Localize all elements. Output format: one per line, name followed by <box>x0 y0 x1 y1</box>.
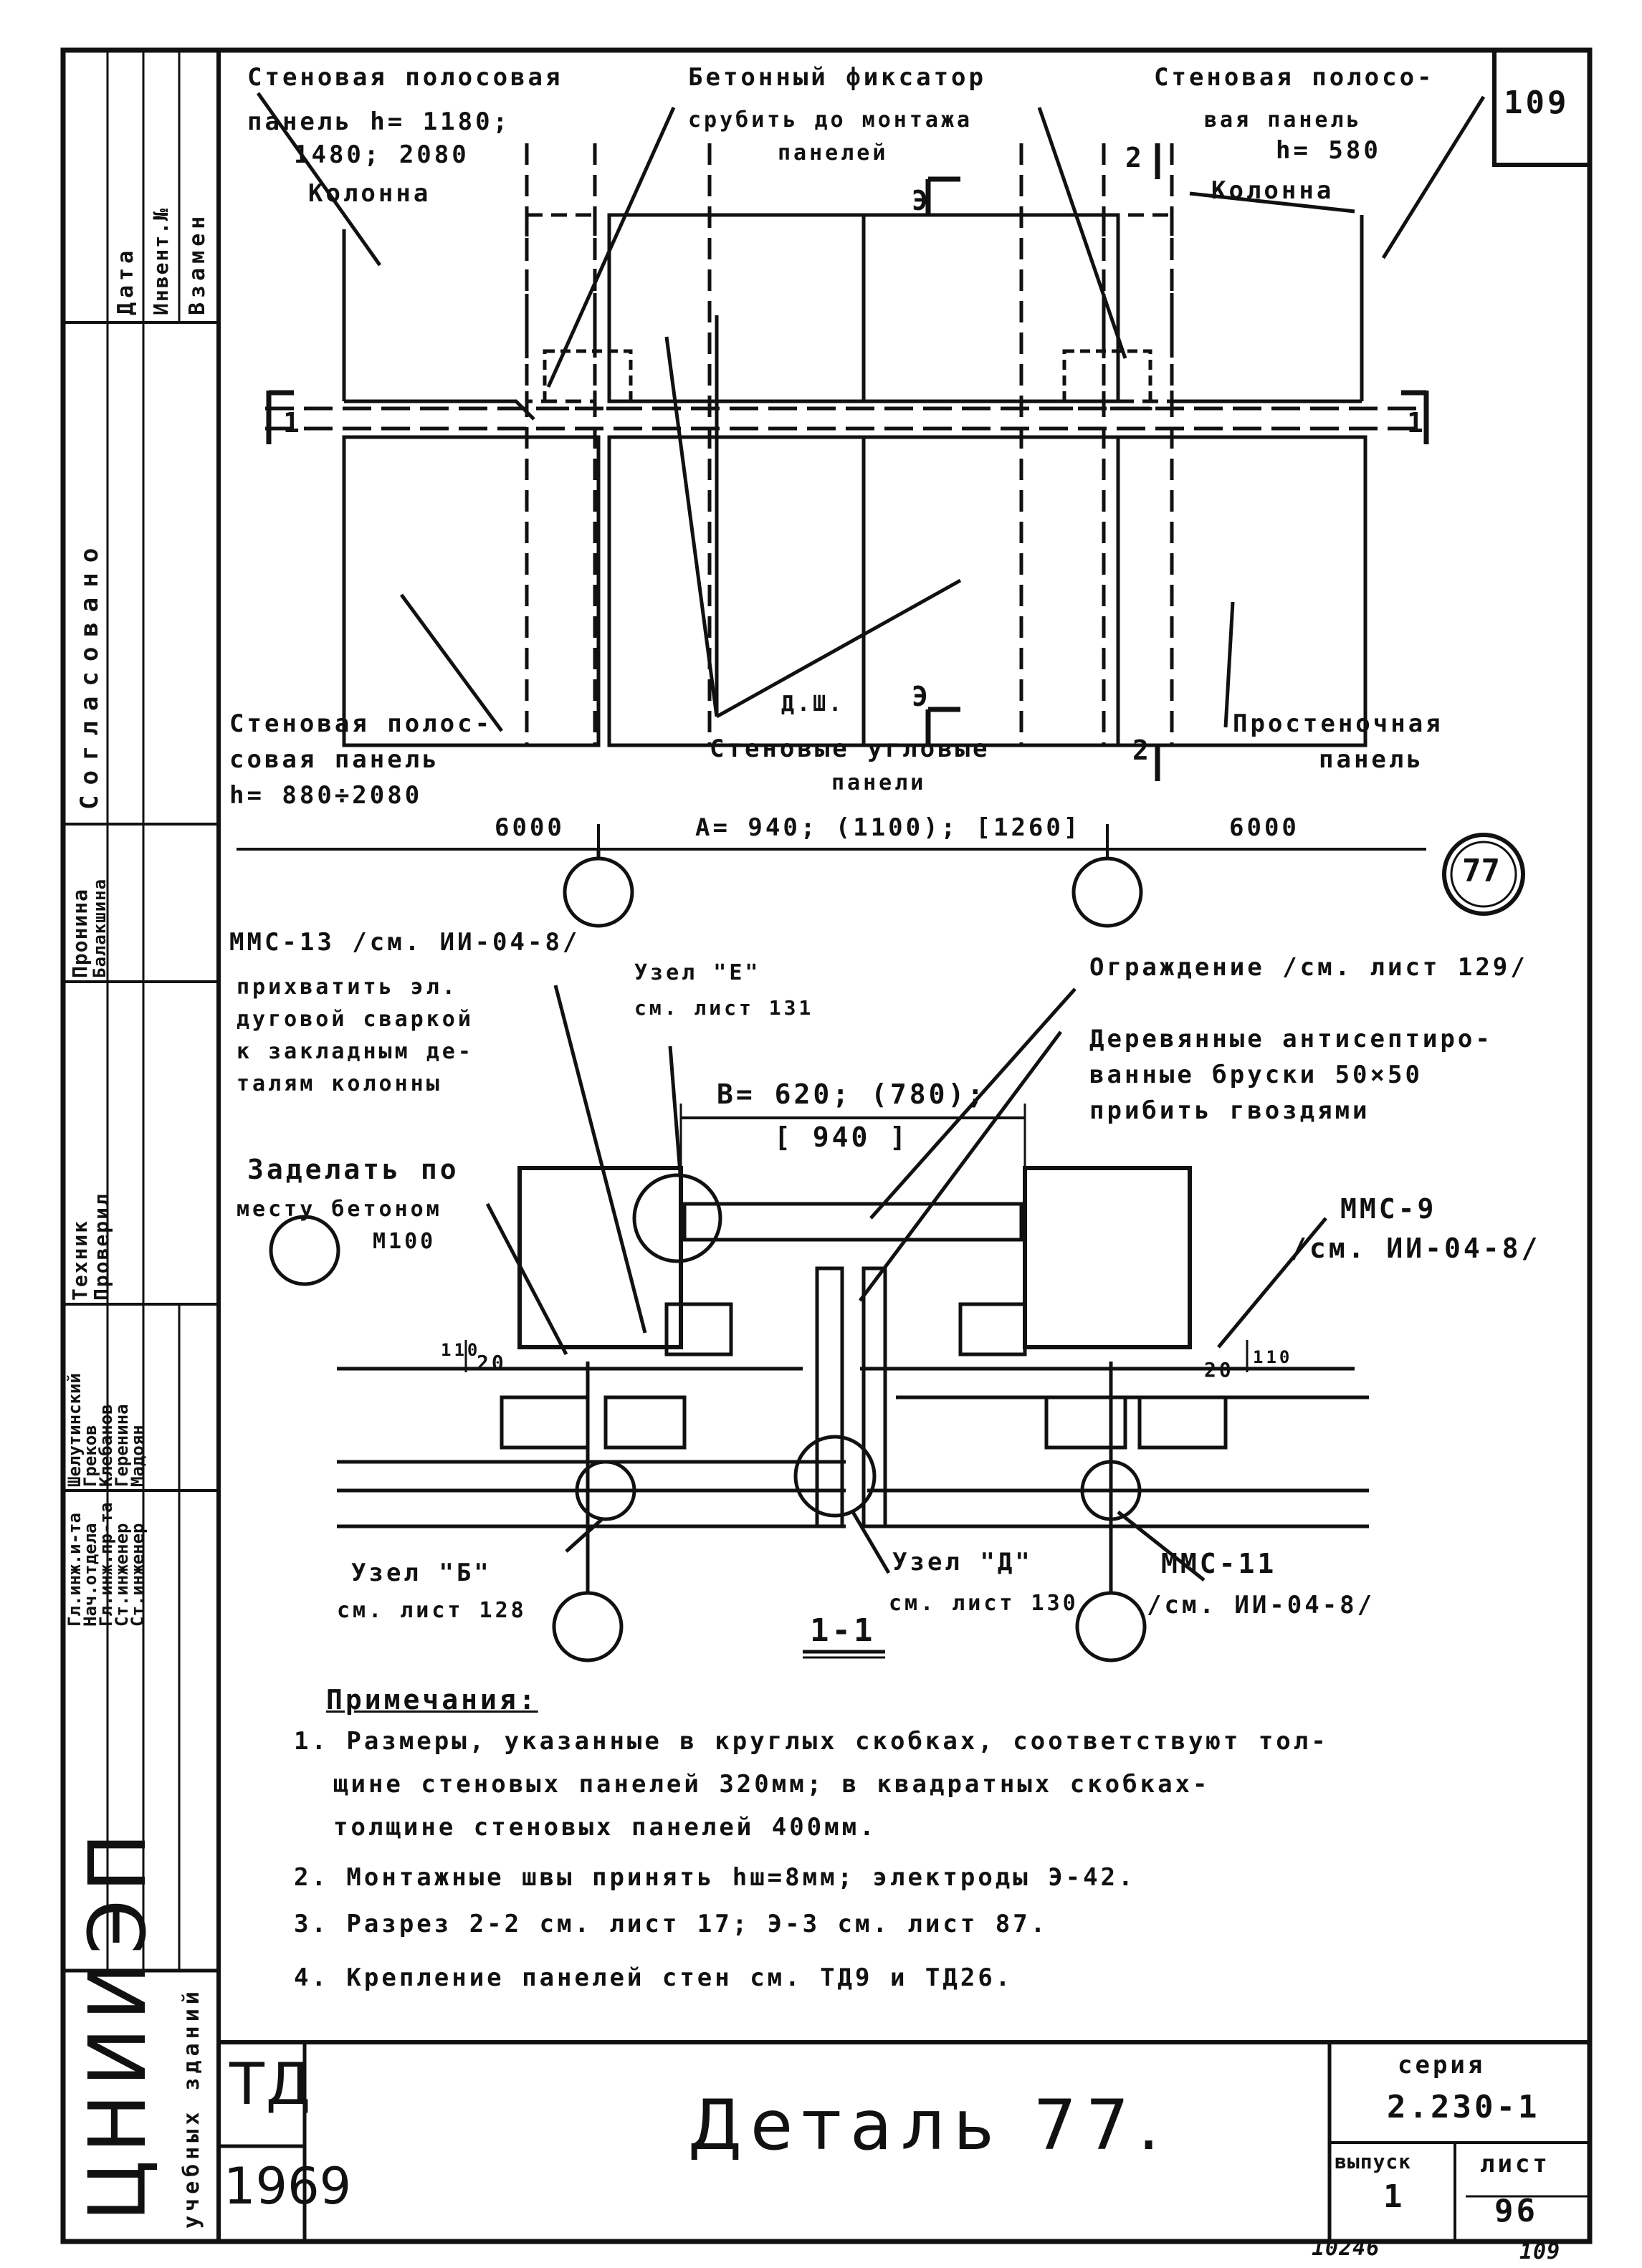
wood-bars-l1: Деревянные антисептиро- <box>1089 1025 1493 1053</box>
dim-110-left: 110 <box>441 1340 481 1360</box>
fixator-label-l3: панелей <box>778 140 889 166</box>
dim-right: 6000 <box>1229 813 1299 842</box>
wall-panel-right-l1: Стеновая полосо- <box>1154 63 1435 92</box>
fill-concrete-l1: Заделать по <box>247 1154 459 1185</box>
wall-panel-bottom-l1: Стеновая полос- <box>229 709 493 738</box>
series-label: серия <box>1398 2051 1486 2080</box>
series-value: 2.230-1 <box>1387 2089 1540 2125</box>
stamp-role-5: Ст.инженер <box>128 1523 148 1627</box>
stamp-proveril: Проверил <box>90 1192 113 1301</box>
note-line-3: толщине стеновых панелей 400мм. <box>333 1813 877 1842</box>
note-line-2: щине стеновых панелей 320мм; в квадратны… <box>333 1770 1211 1799</box>
node-e-l1: Узел "Е" <box>634 960 761 985</box>
sheet-value: 96 <box>1494 2193 1538 2229</box>
wall-panel-right-l3: h= 580 <box>1276 136 1381 165</box>
stamp-technik: Техник <box>68 1219 92 1301</box>
stamp-vzamen: Взамен <box>185 211 210 315</box>
weld-note-l3: к закладным де- <box>237 1039 474 1064</box>
sheet-title: Деталь 77. <box>688 2085 1168 2166</box>
mms9-l2: /см. ИИ-04-8/ <box>1290 1233 1541 1264</box>
fill-concrete-l2: месту бетоном <box>237 1197 442 1222</box>
footer-num-right: 109 <box>1519 2239 1561 2264</box>
section-label: 1-1 <box>810 1612 876 1649</box>
mms9-l1: ММС-9 <box>1340 1193 1437 1225</box>
weld-note-l1: прихватить эл. <box>237 975 458 1000</box>
issue-label: выпуск <box>1335 2150 1412 2173</box>
wood-bars-l2: ванные бруски 50×50 <box>1089 1061 1423 1089</box>
wood-bars-l3: прибить гвоздями <box>1089 1096 1370 1125</box>
dim-mid: A= 940; (1100); [1260] <box>695 813 1082 842</box>
org-sub: учебных зданий <box>179 1987 204 2229</box>
corner-panels-l2: панели <box>831 770 927 795</box>
corner-panels-l1: Стеновые угловые <box>710 735 991 763</box>
stamp-data: Дата <box>113 246 138 315</box>
pier-panel-l1: Простеночная <box>1233 709 1443 738</box>
mms11-l2: /см. ИИ-04-8/ <box>1147 1591 1375 1619</box>
wall-panel-left-l2: панель h= 1180; <box>247 107 511 136</box>
fixator-label-l1: Бетонный фиксатор <box>688 63 986 92</box>
td-label: ТД <box>229 2051 312 2118</box>
node-b-l2: см. лист 128 <box>337 1598 527 1623</box>
dim-110-right: 110 <box>1253 1347 1293 1367</box>
column-left-label: Колонна <box>308 179 431 208</box>
cut-1-right: 1 <box>1407 407 1426 439</box>
dim-20-left: 20 <box>477 1351 507 1374</box>
column-right-label: Колонна <box>1211 176 1335 205</box>
stamp-name-5: Мадоян <box>128 1425 148 1487</box>
node-d-l2: см. лист 130 <box>889 1591 1079 1616</box>
wall-panel-left-l1: Стеновая полосовая <box>247 63 563 92</box>
wall-panel-right-l2: вая панель <box>1204 107 1362 133</box>
b-dim-l1: B= 620; (780); <box>717 1078 987 1110</box>
cut-1-left: 1 <box>283 407 302 439</box>
note-line-4: 2. Монтажные швы принять hш=8мм; электро… <box>294 1863 1136 1892</box>
pier-panel-l2: панель <box>1319 745 1424 774</box>
cut-3-top: Э <box>912 185 931 216</box>
sheet-label: лист <box>1480 2150 1550 2178</box>
note-line-5: 3. Разрез 2-2 см. лист 17; Э-3 см. лист … <box>294 1910 1049 1938</box>
year-label: 1969 <box>224 2157 352 2216</box>
cut-3-bottom: Э <box>912 681 931 712</box>
dim-20-right: 20 <box>1204 1358 1234 1382</box>
issue-value: 1 <box>1383 2178 1405 2215</box>
fence-label: Ограждение /см. лист 129/ <box>1089 953 1528 982</box>
ds-label: Д.Ш. <box>781 692 845 717</box>
note-line-1: 1. Размеры, указанные в круглых скобках,… <box>294 1727 1329 1756</box>
footer-num-left: 10246 <box>1312 2236 1380 2261</box>
weld-note-l2: дуговой сваркой <box>237 1007 474 1032</box>
cut-2-bottom: 2 <box>1132 735 1152 766</box>
note-line-6: 4. Крепление панелей стен см. ТД9 и ТД26… <box>294 1963 1013 1992</box>
wall-panel-bottom-l3: h= 880÷2080 <box>229 781 423 810</box>
stamp-inv: Инвент.№ <box>149 207 173 315</box>
mms13-label: ММС-13 /см. ИИ-04-8/ <box>229 928 581 957</box>
dim-left: 6000 <box>495 813 565 842</box>
node-b-l1: Узел "Б" <box>351 1559 492 1587</box>
org-name: ЦНИИЭП <box>72 1825 163 2221</box>
stamp-pronina: Пронина <box>68 888 92 978</box>
node-d-l1: Узел "Д" <box>892 1548 1033 1576</box>
fixator-label-l2: срубить до монтажа <box>688 107 973 133</box>
stamp-agreed: Согласовано <box>75 537 104 810</box>
sheet-number-top: 109 <box>1504 85 1570 121</box>
node-e-l2: см. лист 131 <box>634 996 814 1020</box>
weld-note-l4: талям колонны <box>237 1071 442 1096</box>
detail-circle-label: 77 <box>1462 853 1500 889</box>
cut-2-top: 2 <box>1125 142 1145 173</box>
stamp-balakshina: Балакшина <box>90 878 110 978</box>
notes-title: Примечания: <box>326 1684 538 1716</box>
wall-panel-left-l3: 1480; 2080 <box>294 140 469 169</box>
mms11-l1: ММС-11 <box>1161 1548 1277 1579</box>
fill-concrete-l3: М100 <box>373 1229 436 1254</box>
b-dim-l2: [ 940 ] <box>774 1121 910 1153</box>
wall-panel-bottom-l2: совая панель <box>229 745 440 774</box>
